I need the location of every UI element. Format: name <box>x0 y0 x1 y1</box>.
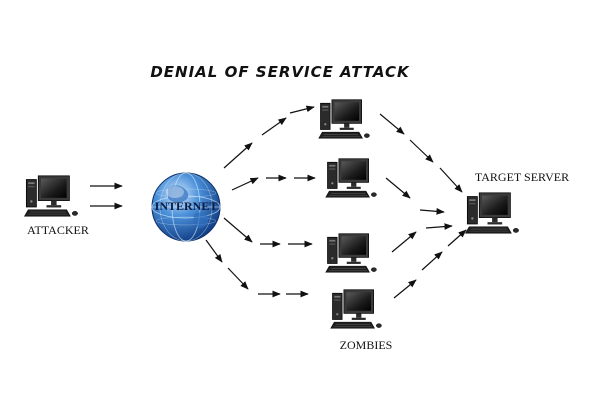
target-server-computer <box>465 192 520 234</box>
arrow <box>391 231 417 253</box>
attacker-label: ATTACKER <box>27 223 89 237</box>
computer-icon <box>330 289 382 329</box>
arrow <box>439 167 463 193</box>
arrows-attacker-to-internet <box>90 182 123 210</box>
computer-icon <box>465 192 520 234</box>
arrow <box>223 217 253 243</box>
arrow <box>205 239 223 263</box>
target-server-label: TARGET SERVER <box>475 170 569 184</box>
zombie-computer-4 <box>330 289 382 329</box>
computer-icon <box>325 158 377 198</box>
arrow <box>393 279 417 299</box>
arrow <box>223 142 253 169</box>
arrow <box>419 208 445 215</box>
zombie-computer-3 <box>325 233 377 273</box>
arrow <box>379 113 405 135</box>
computer-icon <box>325 233 377 273</box>
arrows-internet-to-zombies <box>205 105 316 298</box>
globe-icon <box>151 172 221 242</box>
internet-label: INTERNET <box>155 199 218 213</box>
arrow <box>227 267 249 290</box>
zombies-label: ZOMBIES <box>340 338 393 352</box>
arrow <box>385 177 411 199</box>
zombie-computer-2 <box>325 158 377 198</box>
arrow <box>425 223 453 230</box>
computer-icon <box>24 175 79 217</box>
attacker-computer <box>24 175 79 217</box>
arrows-zombies-to-target <box>379 113 467 299</box>
arrow <box>421 251 443 271</box>
arrow <box>289 105 315 114</box>
internet-globe: INTERNET <box>151 172 221 242</box>
arrow <box>409 139 434 163</box>
arrow <box>231 177 259 191</box>
arrow <box>447 229 467 247</box>
arrow <box>261 117 287 136</box>
diagram-title: DENIAL OF SERVICE ATTACK <box>150 63 410 81</box>
computer-icon <box>318 99 370 139</box>
zombie-computer-1 <box>318 99 370 139</box>
